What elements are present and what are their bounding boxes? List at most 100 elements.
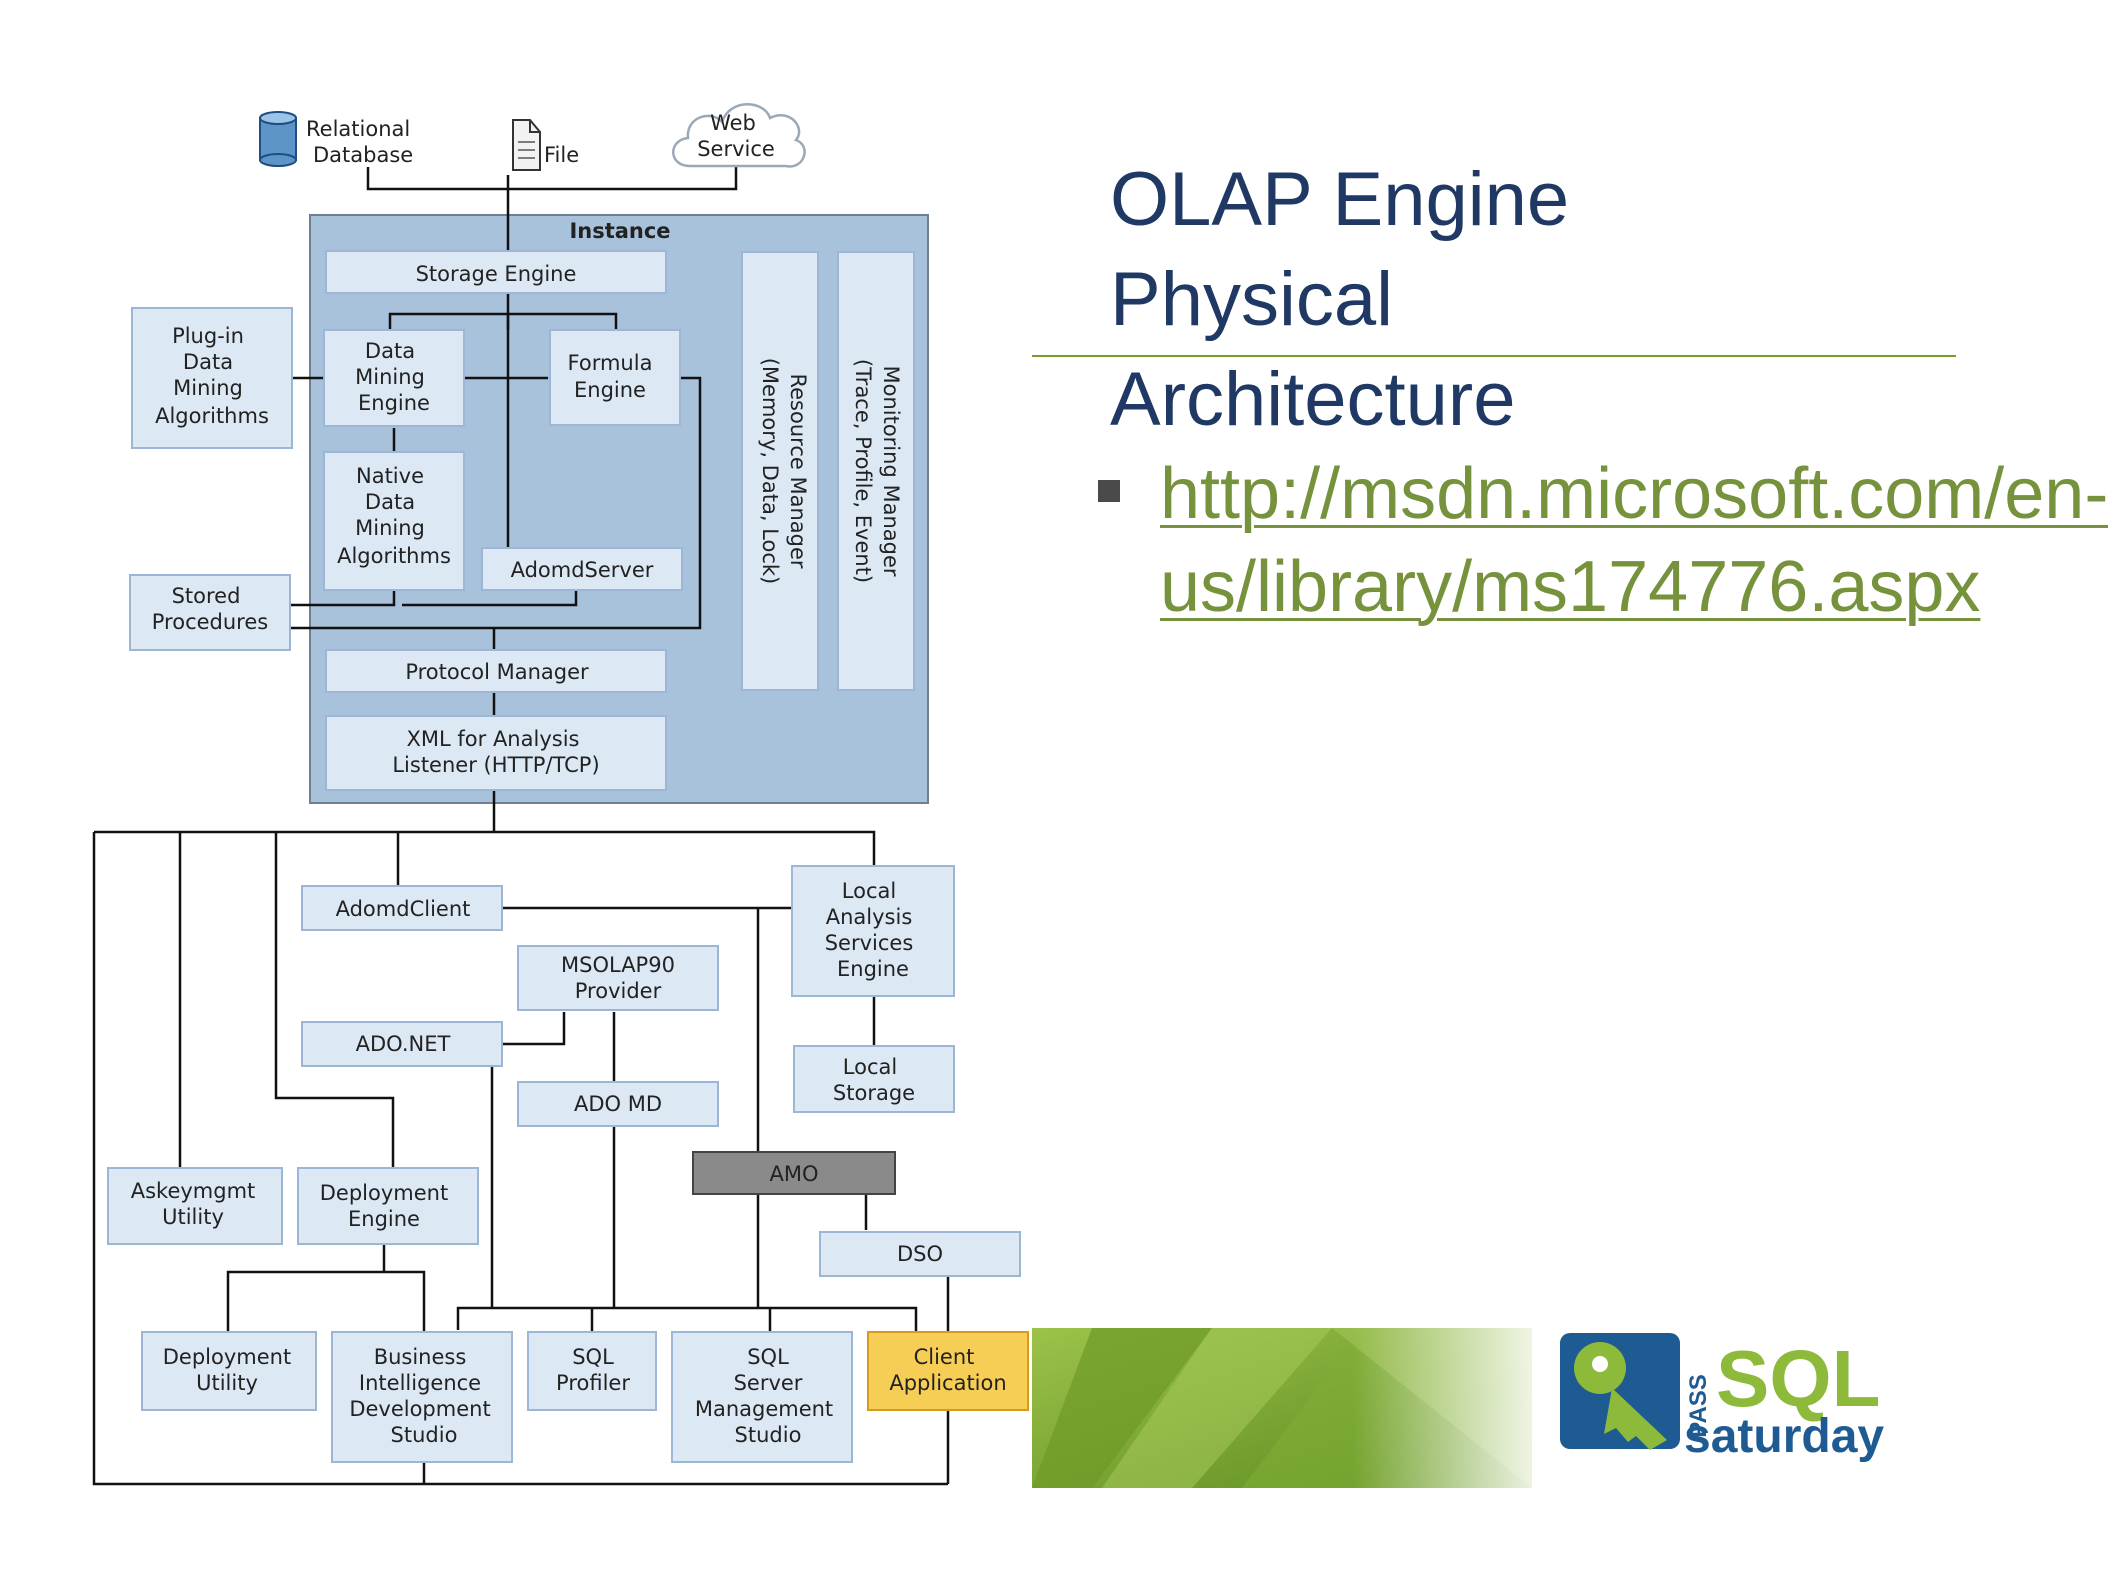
storage-engine-box: Storage Engine bbox=[325, 250, 667, 294]
logo-saturday-text: saturday bbox=[1684, 1410, 1884, 1463]
cloud-icon bbox=[672, 103, 806, 168]
svg-text:Intelligence: Intelligence bbox=[359, 1371, 481, 1395]
svg-text:(Memory, Data, Lock): (Memory, Data, Lock) bbox=[758, 358, 782, 585]
deployment-engine-box: Deployment Engine bbox=[297, 1167, 479, 1245]
monitoring-manager-box: Monitoring Manager (Trace, Profile, Even… bbox=[837, 251, 915, 691]
svg-text:Deployment: Deployment bbox=[163, 1345, 291, 1369]
sql-saturday-logo: PASS SQL saturday bbox=[1560, 1332, 1884, 1463]
svg-text:SQL: SQL bbox=[747, 1345, 789, 1369]
ado-net-box: ADO.NET bbox=[301, 1021, 503, 1067]
local-engine-box: Local Analysis Services Engine bbox=[791, 865, 955, 997]
instance-title: Instance bbox=[569, 219, 670, 243]
ssms-box: SQL Server Management Studio bbox=[671, 1331, 853, 1463]
svg-text:AMO: AMO bbox=[769, 1162, 818, 1186]
svg-text:Algorithms: Algorithms bbox=[155, 404, 269, 428]
svg-text:Studio: Studio bbox=[391, 1423, 458, 1447]
svg-text:Storage Engine: Storage Engine bbox=[416, 262, 577, 286]
adomd-server-box: AdomdServer bbox=[481, 547, 683, 591]
adomd-client-box: AdomdClient bbox=[301, 885, 503, 931]
svg-text:Data: Data bbox=[365, 339, 415, 363]
svg-text:Protocol Manager: Protocol Manager bbox=[405, 660, 589, 684]
amo-box: AMO bbox=[692, 1151, 896, 1195]
logo-sql-text: SQL bbox=[1716, 1334, 1880, 1423]
resource-manager-box: Resource Manager (Memory, Data, Lock) bbox=[741, 251, 819, 691]
svg-text:XML for Analysis: XML for Analysis bbox=[407, 727, 580, 751]
svg-text:Native: Native bbox=[356, 464, 424, 488]
svg-text:Procedures: Procedures bbox=[152, 610, 268, 634]
svg-text:Business: Business bbox=[374, 1345, 467, 1369]
svg-text:ADO.NET: ADO.NET bbox=[356, 1032, 451, 1056]
deployment-utility-box: Deployment Utility bbox=[141, 1331, 317, 1411]
svg-text:Formula: Formula bbox=[568, 351, 653, 375]
svg-text:AdomdClient: AdomdClient bbox=[336, 897, 471, 921]
architecture-diagram: Instance bbox=[92, 103, 1029, 1486]
svg-text:Engine: Engine bbox=[348, 1207, 420, 1231]
protocol-manager-box: Protocol Manager bbox=[325, 649, 667, 693]
svg-text:Development: Development bbox=[349, 1397, 490, 1421]
bids-box: Business Intelligence Development Studio bbox=[331, 1331, 513, 1463]
svg-text:AdomdServer: AdomdServer bbox=[511, 558, 654, 582]
svg-text:(Trace, Profile, Event): (Trace, Profile, Event) bbox=[851, 359, 875, 583]
svg-text:Listener (HTTP/TCP): Listener (HTTP/TCP) bbox=[392, 753, 599, 777]
relational-database-label-2: Database bbox=[313, 143, 413, 167]
svg-text:Studio: Studio bbox=[735, 1423, 802, 1447]
svg-text:Profiler: Profiler bbox=[556, 1371, 630, 1395]
svg-text:Utility: Utility bbox=[196, 1371, 258, 1395]
msdn-link[interactable]: http://msdn.microsoft.com/en-us/library/… bbox=[1160, 454, 2108, 627]
svg-text:Mining: Mining bbox=[173, 376, 243, 400]
svg-text:Engine: Engine bbox=[358, 391, 430, 415]
svg-text:Local: Local bbox=[842, 879, 896, 903]
plugin-algorithms-box: Plug-in Data Mining Algorithms bbox=[131, 307, 293, 449]
svg-text:Askeymgmt: Askeymgmt bbox=[131, 1179, 256, 1203]
askeymgmt-utility-box: Askeymgmt Utility bbox=[107, 1167, 283, 1245]
svg-text:Data: Data bbox=[365, 490, 415, 514]
svg-text:Client: Client bbox=[914, 1345, 975, 1369]
msolap90-provider-box: MSOLAP90 Provider bbox=[517, 945, 719, 1011]
logo-pass-text: PASS bbox=[1685, 1374, 1712, 1438]
svg-text:Monitoring Manager: Monitoring Manager bbox=[879, 365, 903, 576]
svg-text:Mining: Mining bbox=[355, 365, 425, 389]
key-icon bbox=[1560, 1333, 1680, 1450]
svg-text:Storage: Storage bbox=[833, 1081, 915, 1105]
title-rule bbox=[1032, 355, 1956, 357]
svg-text:Algorithms: Algorithms bbox=[337, 544, 451, 568]
svg-text:Services: Services bbox=[825, 931, 914, 955]
data-mining-engine-box: Data Mining Engine bbox=[323, 329, 465, 427]
dso-box: DSO bbox=[819, 1231, 1021, 1277]
ado-md-box: ADO MD bbox=[517, 1081, 719, 1127]
svg-text:Engine: Engine bbox=[574, 378, 646, 402]
svg-text:Mining: Mining bbox=[355, 516, 425, 540]
formula-engine-box: Formula Engine bbox=[549, 329, 681, 426]
svg-text:Plug-in: Plug-in bbox=[172, 324, 244, 348]
banner-graphic bbox=[1032, 1328, 1552, 1488]
bullet-square-icon bbox=[1098, 480, 1120, 502]
native-algorithms-box: Native Data Mining Algorithms bbox=[323, 451, 465, 591]
svg-text:Analysis: Analysis bbox=[826, 905, 913, 929]
svg-text:Resource Manager: Resource Manager bbox=[786, 373, 810, 568]
stored-procedures-box: Stored Procedures bbox=[129, 574, 291, 651]
svg-text:Application: Application bbox=[889, 1371, 1006, 1395]
database-icon bbox=[259, 111, 297, 167]
web-service-label-1: Web bbox=[710, 111, 756, 135]
svg-text:Management: Management bbox=[695, 1397, 833, 1421]
svg-text:Engine: Engine bbox=[837, 957, 909, 981]
slide-title: OLAP Engine Physical Architecture bbox=[1110, 157, 1570, 442]
sql-profiler-box: SQL Profiler bbox=[527, 1331, 657, 1411]
svg-text:Server: Server bbox=[734, 1371, 803, 1395]
local-storage-box: Local Storage bbox=[793, 1045, 955, 1113]
svg-text:Provider: Provider bbox=[575, 979, 662, 1003]
file-icon bbox=[512, 119, 541, 171]
xmla-listener-box: XML for Analysis Listener (HTTP/TCP) bbox=[325, 715, 667, 791]
file-label: File bbox=[544, 143, 579, 167]
svg-text:MSOLAP90: MSOLAP90 bbox=[561, 953, 675, 977]
web-service-label-2: Service bbox=[697, 137, 775, 161]
svg-text:Deployment: Deployment bbox=[320, 1181, 448, 1205]
svg-text:SQL: SQL bbox=[572, 1345, 614, 1369]
connector-lines bbox=[92, 167, 950, 1486]
relational-database-label-1: Relational bbox=[306, 117, 410, 141]
svg-text:Utility: Utility bbox=[162, 1205, 224, 1229]
sql-saturday-banner: PASS SQL saturday bbox=[1032, 1328, 2032, 1488]
client-application-box: Client Application bbox=[867, 1331, 1029, 1411]
svg-text:DSO: DSO bbox=[897, 1242, 943, 1266]
svg-text:ADO MD: ADO MD bbox=[574, 1092, 662, 1116]
